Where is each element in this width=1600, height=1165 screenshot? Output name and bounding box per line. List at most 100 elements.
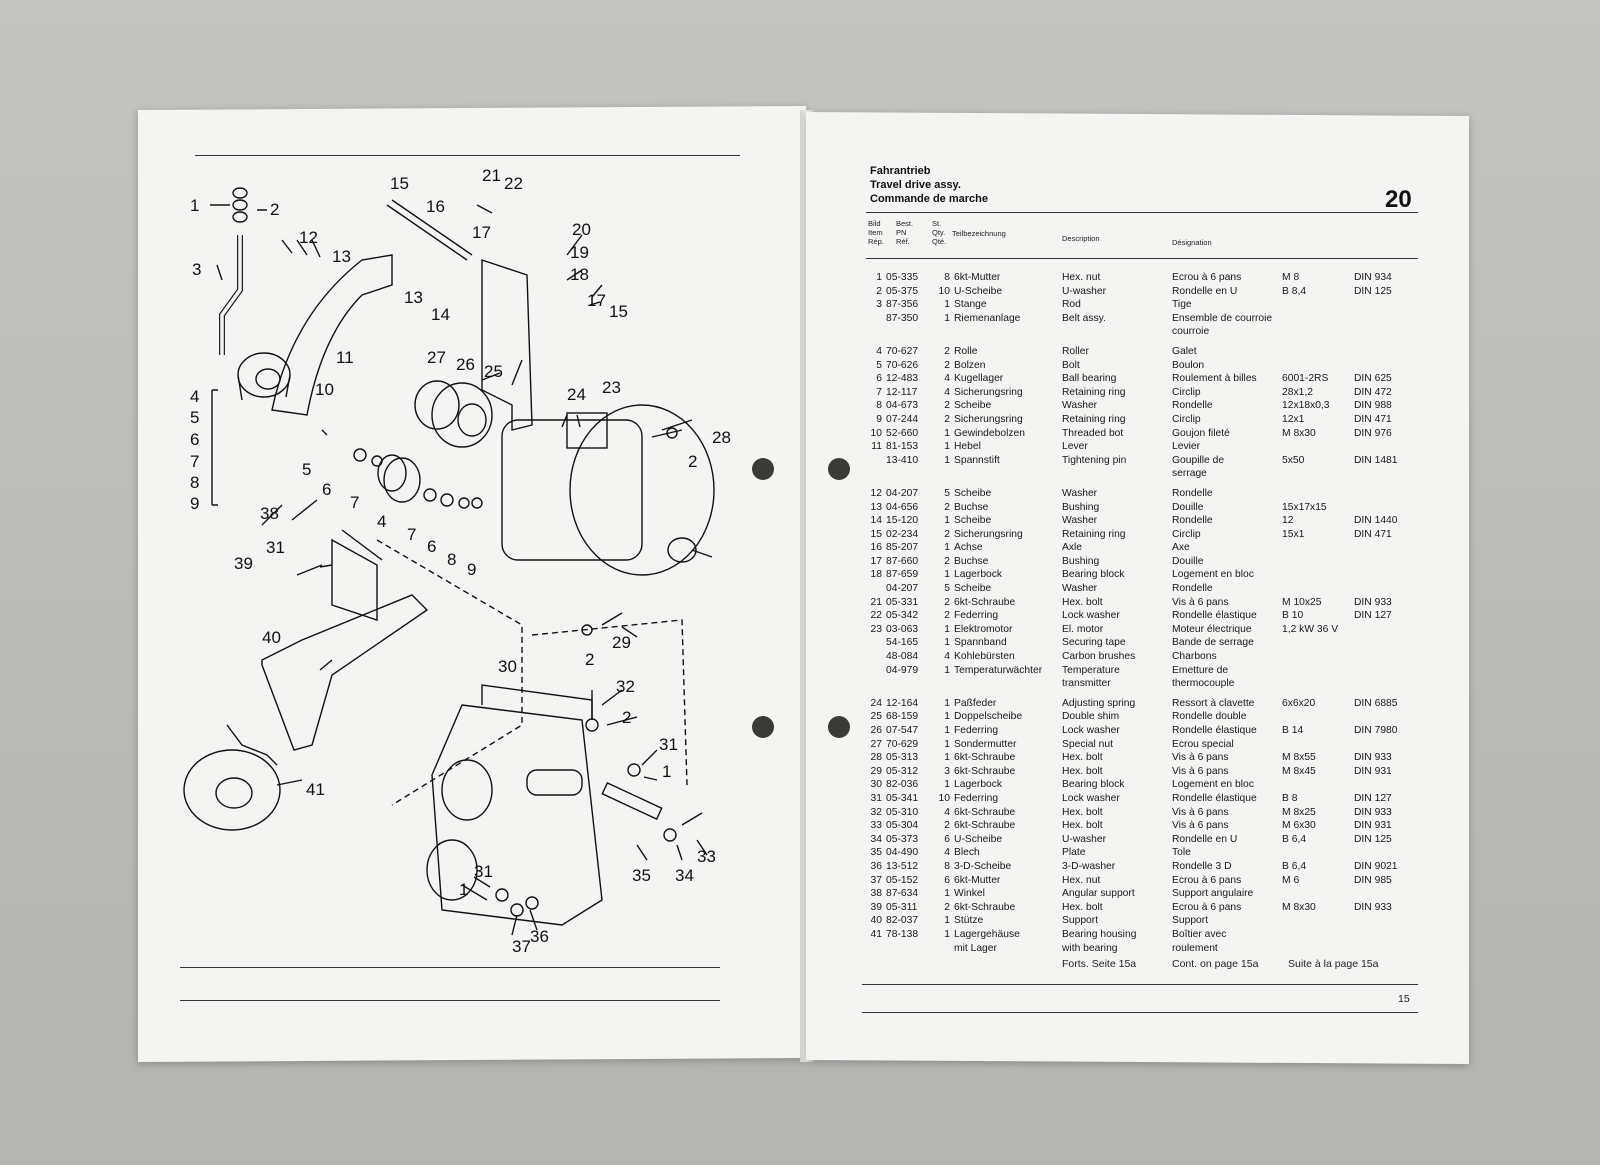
cell-fr: Logement en bloc [1172,779,1254,791]
cell-pn: 05-375 [886,285,919,297]
cell-en: Washer [1062,515,1098,527]
callout-16: 16 [426,197,445,216]
cell-pn: 68-159 [886,711,919,723]
bottom-rule-left-1 [180,967,720,968]
cell-fr: Rondelle élastique [1172,725,1257,736]
cell-item: 38 [870,888,882,900]
cell-qty: 1 [944,569,950,581]
cell-qty: 3 [944,765,950,777]
cell-qty: 2 [944,901,950,913]
cell-en: Bearing block [1062,569,1125,581]
cell-pn: 02-234 [886,528,919,540]
cell-en: Bolt [1062,359,1080,371]
cell-pn: 81-153 [886,441,919,453]
cell-en: Double shim [1062,711,1120,723]
cell-spec: 15x1 [1282,528,1305,540]
cell-en: Threaded bot [1062,427,1124,439]
cell-de: Spannband [954,637,1007,649]
cell-en: Angular support [1062,888,1135,900]
callout-24: 24 [567,385,586,404]
exploded-parts-drawing: 1 2 3 4 5 6 7 8 9 10 11 12 13 13 14 15 1… [182,165,752,965]
cell-spec: 12x1 [1282,413,1305,425]
cell-de: Gewindebolzen [954,427,1025,439]
cell-en: Lock washer [1062,792,1120,804]
cell-qty: 1 [944,515,950,527]
cell-en: Special nut [1062,738,1113,750]
cell-en: Lock washer [1062,610,1120,622]
cell-item: 8 [876,400,882,412]
cell-de: Winkel [954,888,985,900]
cell-de: U-Scheibe [954,285,1003,297]
cell-de: mit Lager [954,942,997,954]
cell-spec: B 14 [1282,725,1304,736]
cell-pn: 04-207 [886,487,919,499]
callout-25: 25 [484,362,503,381]
cell-std: DIN 6885 [1354,697,1398,709]
callout-31a: 31 [659,735,678,754]
cell-item: 35 [870,847,882,859]
cell-qty: 1 [944,915,950,927]
cell-fr: Ensemble de courroie [1172,312,1273,324]
cell-spec: M 10x25 [1282,596,1322,608]
cell-fr: Ressort à clavette [1172,697,1255,709]
cell-spec: 15x17x15 [1282,501,1327,513]
cell-fr: Boîtier avec [1172,928,1227,940]
callout-6c: 6 [427,537,436,556]
cell-pn: 70-629 [886,738,919,750]
cell-en: U-washer [1062,833,1107,845]
cell-item: 6 [876,373,882,385]
cell-pn: 48-084 [886,651,919,663]
cell-qty: 2 [944,610,950,622]
cell-pn: 78-138 [886,928,919,940]
cell-item: 11 [871,441,882,453]
cell-item: 23 [870,623,882,635]
callout-8b: 8 [447,550,456,569]
cell-qty: 6 [944,874,950,886]
cell-en: Hex. bolt [1062,765,1103,777]
cell-fr: Levier [1172,441,1201,453]
page-number: 15 [1398,993,1410,1005]
cell-std: DIN 472 [1354,386,1392,398]
cell-item: 1 [876,272,882,283]
callout-34: 34 [675,866,694,885]
col-head-item: Bild Item Rép. [868,219,884,246]
cell-pn: 04-673 [886,400,919,412]
cell-en: Adjusting spring [1062,697,1136,709]
columns-rule [866,258,1418,259]
cell-de: Sicherungsring [954,528,1023,540]
callout-9: 9 [190,494,199,513]
cell-fr: Support angulaire [1172,888,1254,900]
callout-38: 38 [260,504,279,523]
cell-pn: 07-244 [886,413,919,425]
cell-pn: 13-410 [886,454,919,466]
callout-18: 18 [570,265,589,284]
callout-21: 21 [482,166,501,185]
cell-en: Hex. bolt [1062,806,1103,818]
binder-hole-left-bottom [752,716,774,738]
binder-hole-right-top [828,458,850,480]
cell-qty: 10 [938,285,950,297]
callout-1b: 1 [662,762,671,781]
cell-item: 31 [870,792,882,804]
cell-pn: 05-335 [886,272,919,283]
cell-en: Retaining ring [1062,413,1126,425]
callout-11: 11 [336,348,354,367]
cell-qty: 1 [944,738,950,750]
cell-qty: 1 [944,888,950,900]
cell-fr: Rondelle double [1172,711,1247,723]
cell-de: Scheibe [954,487,992,499]
col-head-de: Teilbezeichnung [952,229,1006,238]
cell-fr: roulement [1172,942,1218,954]
cell-spec: M 8x30 [1282,427,1316,439]
cell-fr: Douille [1172,555,1204,567]
col-head-qty-fr: Qté. [932,237,947,246]
cell-fr: Douille [1172,501,1204,513]
cell-fr: Vis à 6 pans [1172,596,1229,608]
